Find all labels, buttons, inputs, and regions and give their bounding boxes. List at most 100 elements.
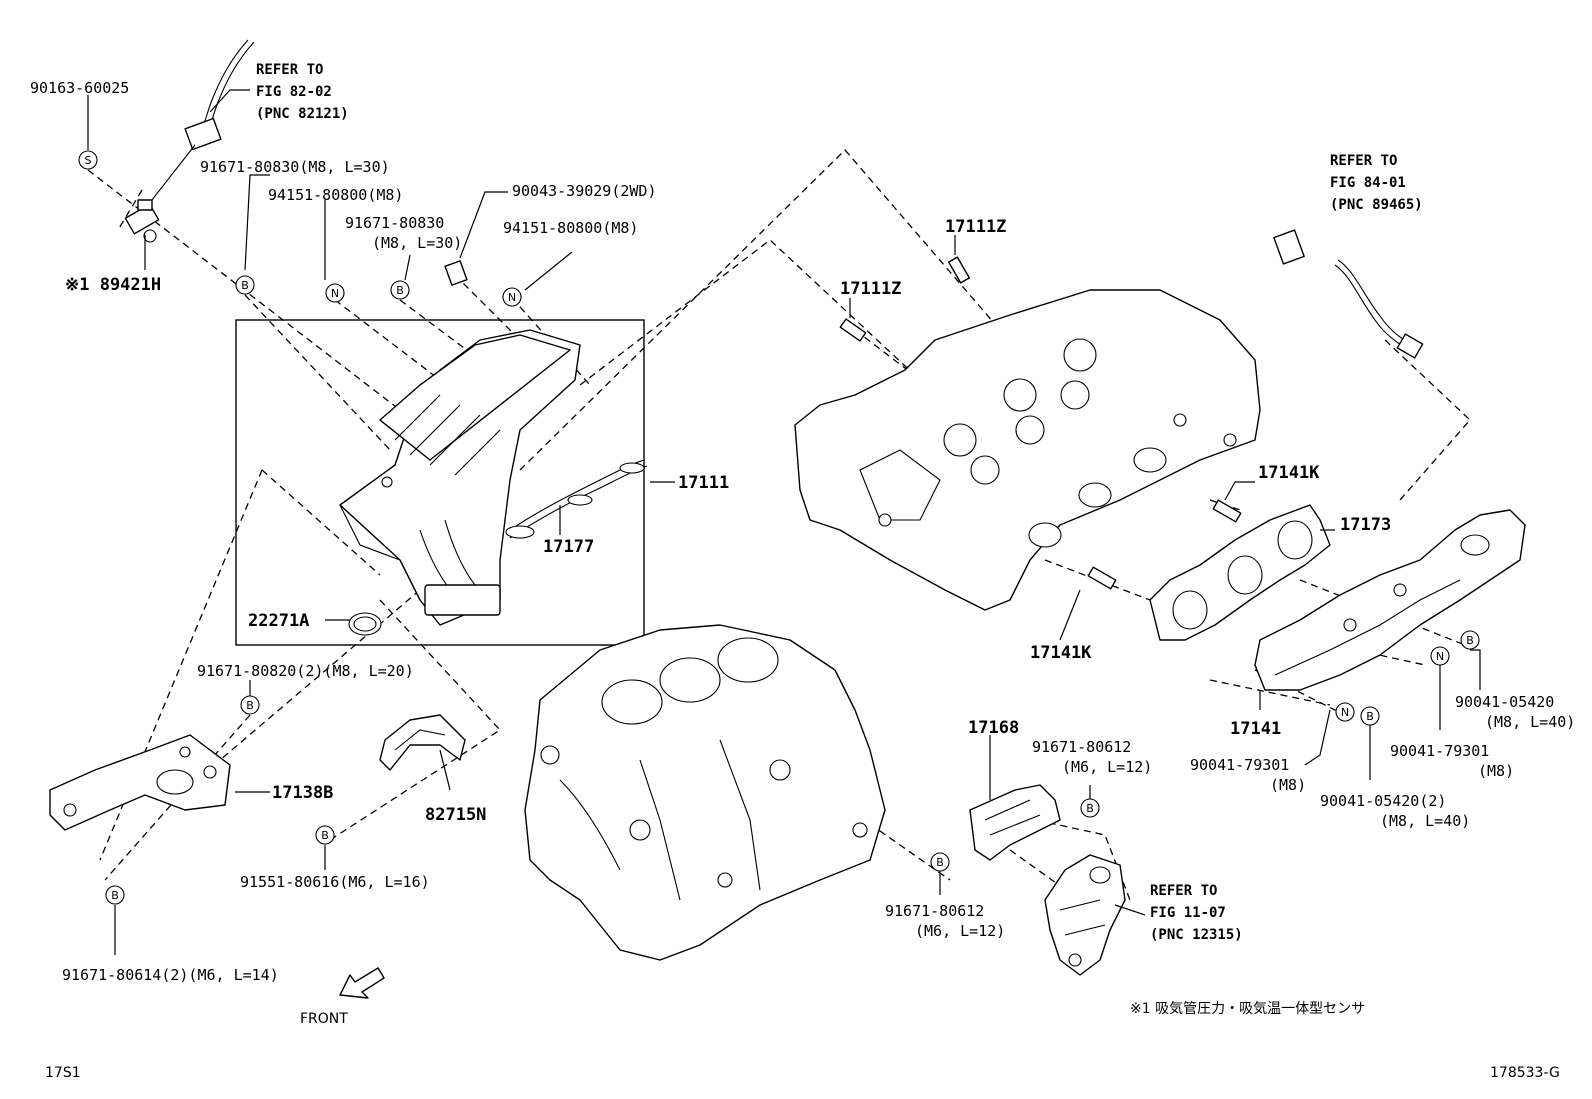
symbol-b-90041-05420-b: B (1360, 706, 1380, 726)
o2-sensor-drawing (1273, 229, 1424, 359)
svg-text:B: B (241, 279, 249, 292)
label-91671-80612-b-line2: (M6, L=12) (915, 922, 1005, 940)
ref-fig-11-07-line1: REFER TO (1150, 883, 1217, 899)
svg-text:B: B (1366, 710, 1374, 723)
label-17138b: 17138B (272, 783, 333, 803)
symbol-b-91671-80830-a: B (235, 275, 255, 295)
label-89421h: ※1 89421H (65, 275, 161, 295)
svg-text:B: B (246, 699, 254, 712)
symbol-b-91551: B (315, 825, 335, 845)
label-90043-39029: 90043-39029(2WD) (512, 182, 657, 200)
svg-text:N: N (508, 291, 516, 304)
label-91671-80830-b-line1: 91671-80830 (345, 214, 444, 232)
label-90041-79301-a-line1: 90041-79301 (1390, 742, 1489, 760)
cylinder-head-drawing (794, 289, 1261, 611)
label-17177: 17177 (543, 537, 594, 557)
label-17111z-b: 17111Z (840, 279, 901, 299)
symbol-b-91671-80612-b: B (930, 852, 950, 872)
label-90163-60025: 90163-60025 (30, 79, 129, 97)
svg-text:B: B (1466, 634, 1474, 647)
ref-fig-84-01-line1: REFER TO (1330, 153, 1397, 169)
symbol-s-90163: S (78, 150, 98, 170)
heat-shield-17168-drawing (969, 784, 1061, 861)
engine-mount-drawing (1044, 854, 1126, 976)
ref-fig-84-01-line2: FIG 84-01 (1330, 175, 1406, 191)
ref-fig-11-07-line2: FIG 11-07 (1150, 905, 1226, 921)
label-17141k-a: 17141K (1258, 463, 1320, 483)
symbol-b-91671-80612-a: B (1080, 798, 1100, 818)
sensor-footnote: ※1 吸気管圧力・吸気温一体型センサ (1130, 1001, 1365, 1017)
stud-17111z-drawings (839, 256, 971, 342)
label-17173: 17173 (1340, 515, 1391, 535)
symbol-n-90041-79301-b: N (1335, 702, 1355, 722)
ref-fig-84-01-line3: (PNC 89465) (1330, 197, 1423, 213)
svg-text:N: N (1341, 706, 1349, 719)
leader-lines (87, 89, 1481, 955)
label-17141: 17141 (1230, 719, 1281, 739)
label-90041-05420-a-line2: (M8, L=40) (1485, 713, 1575, 731)
label-90041-05420-b-line1: 90041-05420(2) (1320, 792, 1446, 810)
illustration-number: 178533-G (1490, 1065, 1560, 1081)
map-sensor-drawing (124, 199, 160, 243)
front-label: FRONT (300, 1011, 348, 1027)
bracket-17138b-drawing (49, 734, 231, 831)
symbol-n-94151-a: N (325, 283, 345, 303)
label-91671-80830-a: 91671-80830(M8, L=30) (200, 158, 390, 176)
label-90041-05420-a-line1: 90041-05420 (1455, 693, 1554, 711)
label-17141k-b: 17141K (1030, 643, 1092, 663)
intake-manifold-group-box (235, 319, 645, 646)
label-94151-80800-a: 94151-80800(M8) (268, 186, 403, 204)
exhaust-gasket-17173-drawing (1149, 504, 1331, 641)
reference-callouts: REFER TO FIG 82-02 (PNC 82121) REFER TO … (256, 62, 1423, 943)
exhaust-manifold-17141-drawing (1254, 509, 1526, 691)
part-number-labels: 90163-60025 ※1 89421H 91671-80830(M8, L=… (30, 79, 1575, 984)
label-91671-80614: 91671-80614(2)(M6, L=14) (62, 966, 279, 984)
svg-text:B: B (396, 284, 404, 297)
ref-fig-82-02-line1: REFER TO (256, 62, 323, 78)
ref-fig-82-02-line3: (PNC 82121) (256, 106, 349, 122)
intake-manifold-drawing (339, 329, 581, 626)
label-90041-79301-b-line1: 90041-79301 (1190, 756, 1289, 774)
svg-text:B: B (936, 856, 944, 869)
symbol-n-90041-79301-a: N (1430, 646, 1450, 666)
collar-90043-drawing (444, 260, 468, 286)
fastener-symbols: S B N B N B B B B B B N N B (78, 150, 1480, 905)
label-94151-80800-b: 94151-80800(M8) (503, 219, 638, 237)
label-90041-79301-b-line2: (M8) (1270, 776, 1306, 794)
symbol-b-90041-05420-a: B (1460, 630, 1480, 650)
label-91671-80612-b-line1: 91671-80612 (885, 902, 984, 920)
ref-fig-82-02-line2: FIG 82-02 (256, 84, 332, 100)
front-arrow-icon (339, 967, 385, 999)
label-17111: 17111 (678, 473, 729, 493)
corner-code-left: 17S1 (45, 1065, 81, 1081)
stud-17141k-drawings (1087, 499, 1242, 590)
bracket-82715n-drawing (379, 714, 466, 771)
ref-fig-11-07-line3: (PNC 12315) (1150, 927, 1243, 943)
label-90041-79301-a-line2: (M8) (1478, 762, 1514, 780)
symbol-b-91671-80830-b: B (390, 280, 410, 300)
label-91551-80616: 91551-80616(M6, L=16) (240, 873, 430, 891)
svg-text:B: B (1086, 802, 1094, 815)
svg-text:B: B (321, 829, 329, 842)
label-91671-80612-a-line2: (M6, L=12) (1062, 758, 1152, 776)
label-22271a: 22271A (248, 611, 309, 631)
gasket-17177-drawing (505, 459, 648, 539)
label-82715n: 82715N (425, 805, 486, 825)
svg-text:S: S (85, 154, 92, 167)
label-17168: 17168 (968, 718, 1019, 738)
label-91671-80830-b-line2: (M8, L=30) (372, 234, 462, 252)
o-ring-22271a-drawing (348, 612, 382, 636)
symbol-n-94151-b: N (502, 287, 522, 307)
label-91671-80612-a-line1: 91671-80612 (1032, 738, 1131, 756)
svg-text:N: N (1436, 650, 1444, 663)
sensor-cable-drawing (147, 39, 255, 206)
svg-text:N: N (331, 287, 339, 300)
cylinder-block-drawing (524, 624, 886, 961)
label-91671-80820: 91671-80820(2)(M8, L=20) (197, 662, 414, 680)
label-17111z-a: 17111Z (945, 217, 1006, 237)
symbol-b-91671-80614: B (105, 885, 125, 905)
label-90041-05420-b-line2: (M8, L=40) (1380, 812, 1470, 830)
svg-text:B: B (111, 889, 119, 902)
symbol-b-91671-80820: B (240, 695, 260, 715)
